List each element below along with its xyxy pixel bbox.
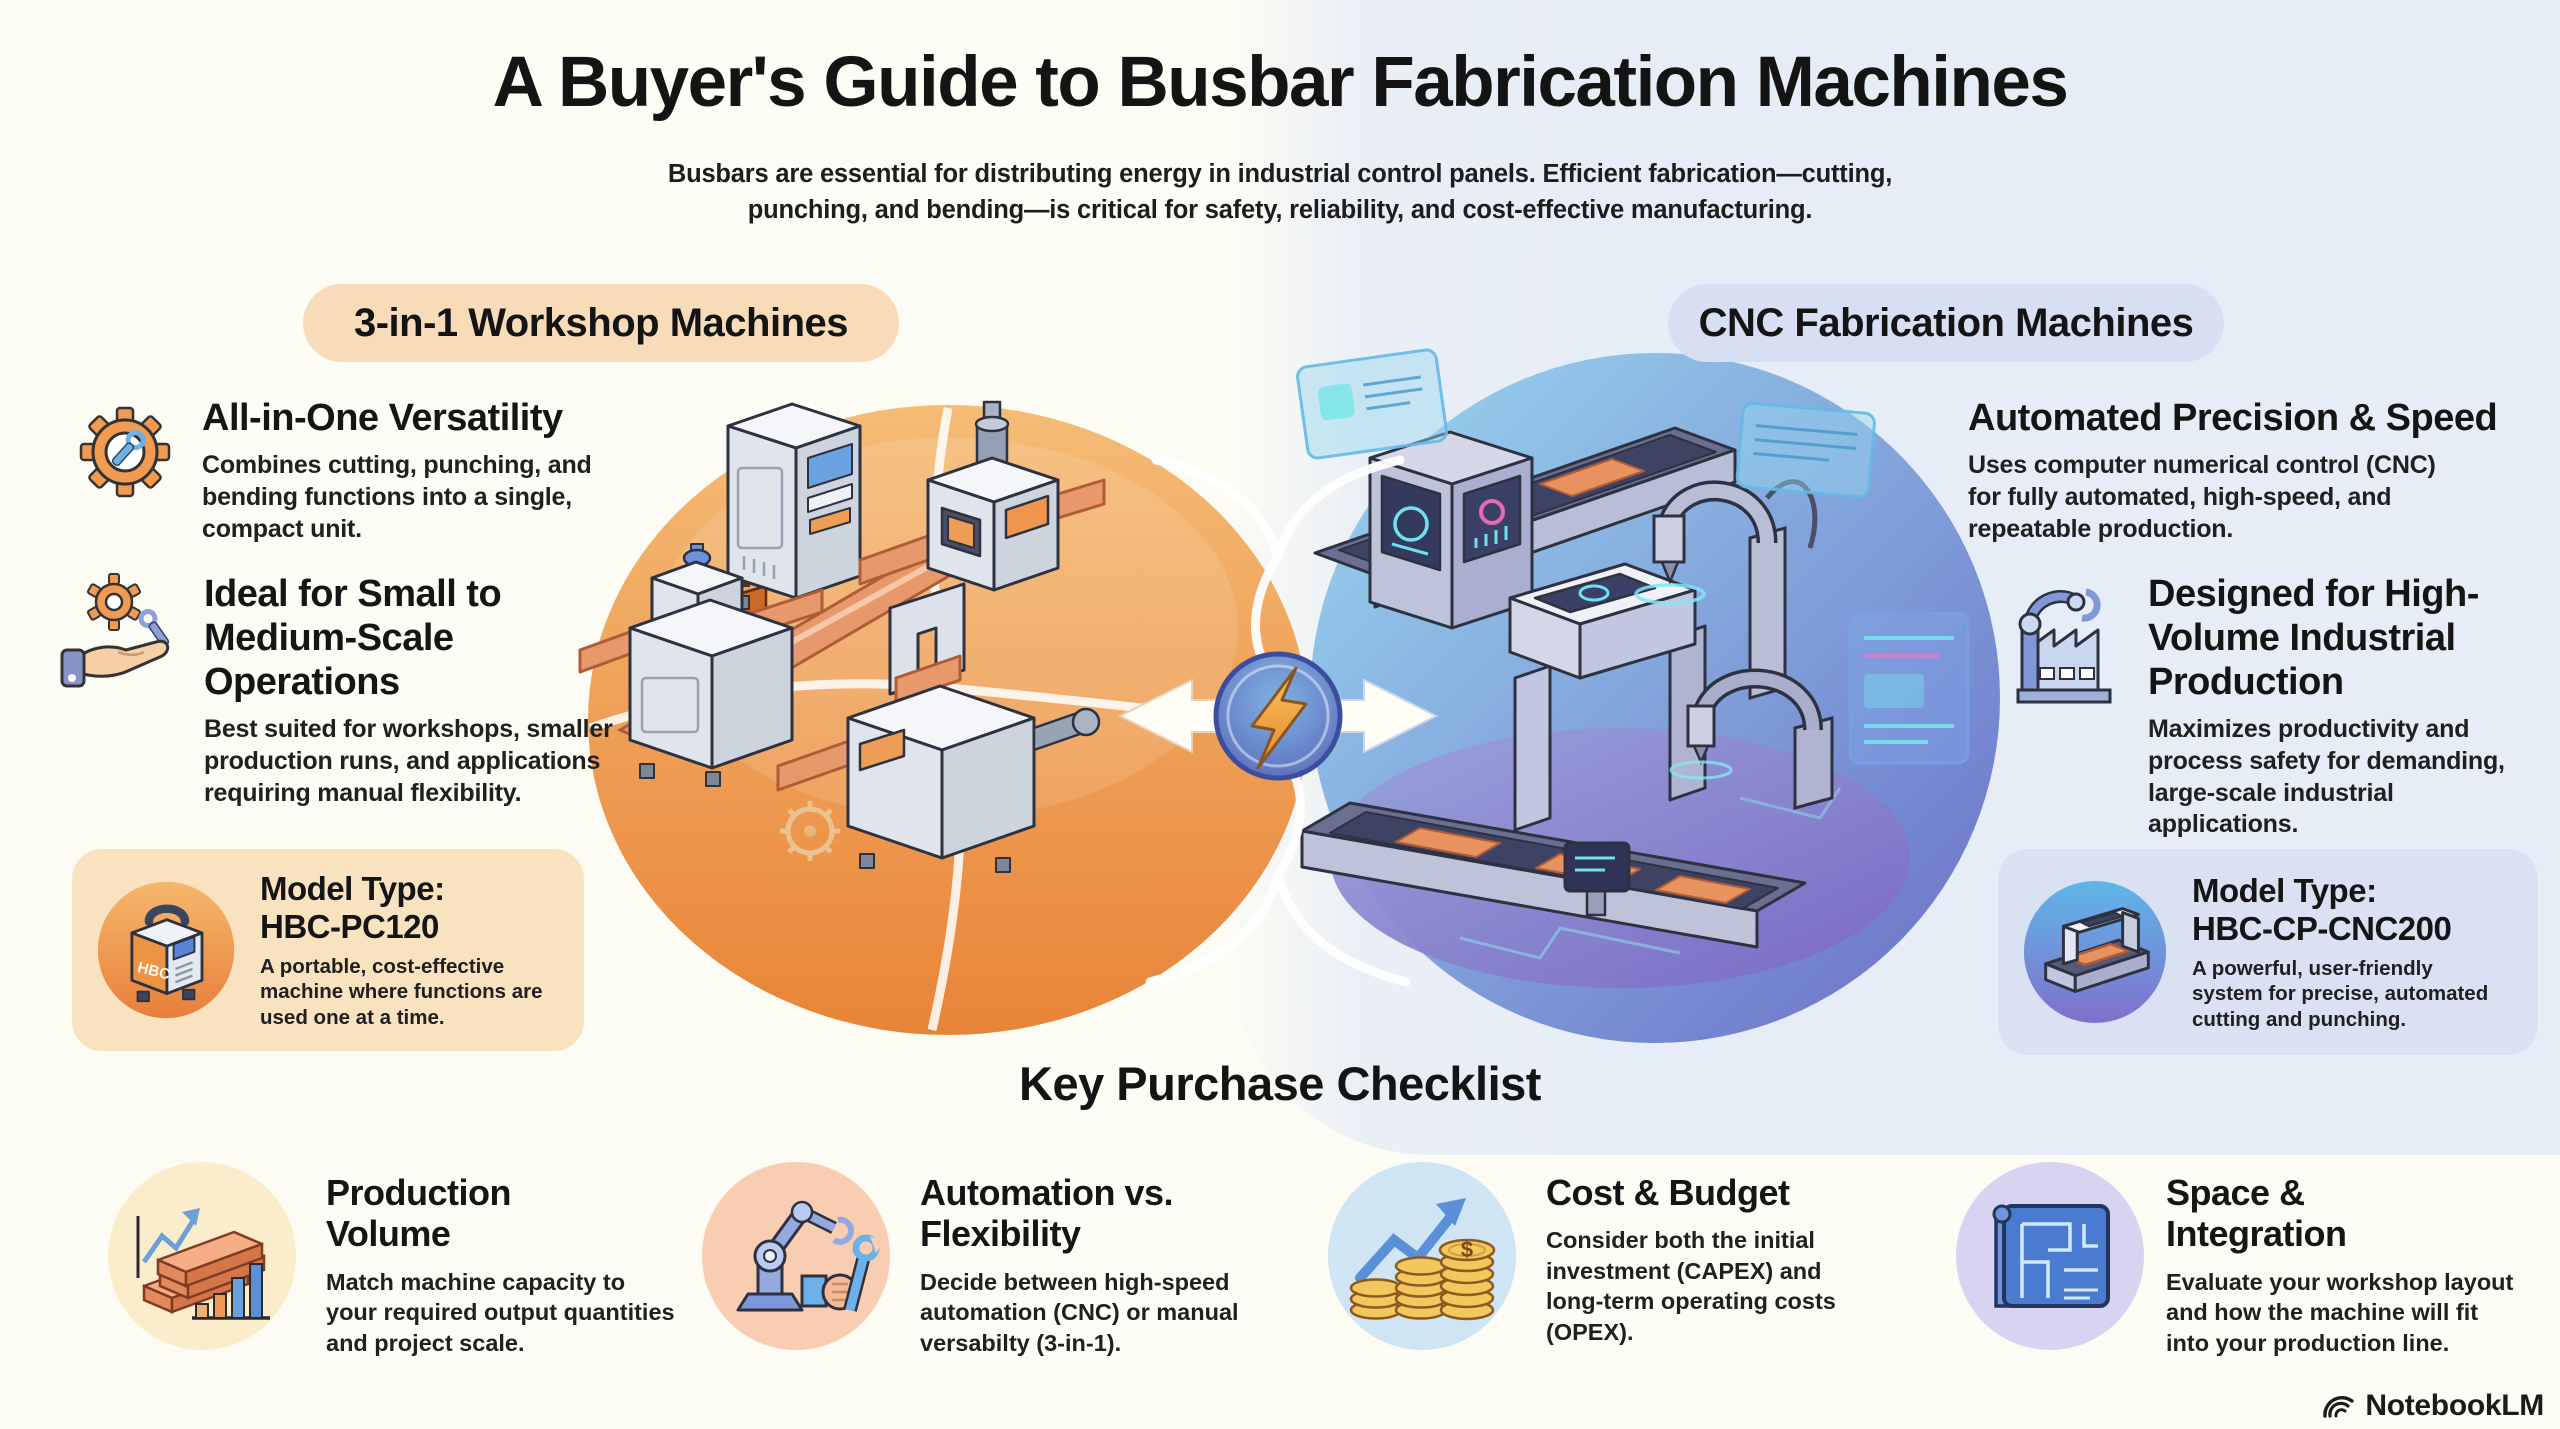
checklist-item-title: Production Volume [326,1172,511,1255]
feature-description: Uses computer numerical control (CNC) fo… [1968,451,2436,543]
left-model-card: HBC Model Type: HBC-PC120 A portable, co… [72,849,584,1051]
center-connector [1117,455,1439,987]
checklist-item-production-volume: Production Volume Match machine capacity… [104,1158,675,1358]
model-card-description: A portable, cost-effective machine where… [260,955,543,1029]
checklist-item-description: Evaluate your workshop layout and how th… [2166,1268,2514,1356]
checklist-item-title: Cost & Budget [1546,1172,1790,1213]
robot-arm-secondary [1669,668,1834,810]
feature-description: Maximizes productivity and process safet… [2148,715,2505,839]
robot-arm [1634,479,1818,700]
cnc-control-tower [1368,430,1534,630]
robot-arm-wrench-icon [702,1162,890,1350]
checklist-item-description: Match machine capacity to your required … [326,1268,675,1356]
checklist-item-description: Decide between high-speed automation (CN… [920,1268,1239,1356]
checklist-item-title: Automation vs. Flexibility [920,1172,1174,1255]
checklist-item-space-integration: Space & Integration Evaluate your worksh… [1952,1158,2513,1358]
model-card-title: Model Type: HBC-PC120 [260,869,445,946]
checklist-item-title: Space & Integration [2166,1172,2347,1255]
lightning-bolt-icon [1250,666,1308,770]
watermark-label: NotebookLM [2365,1389,2544,1422]
gear-watermark-icon [780,801,840,861]
portable-machine-icon: HBC [97,881,235,1019]
busbar-stack-growth-icon [108,1162,296,1350]
lightning-badge [1213,651,1343,781]
press-machine [578,543,824,787]
checklist-title: Key Purchase Checklist [1019,1057,1541,1110]
hologram-panels [1296,348,1970,765]
coins-growth-icon: $ [1328,1162,1516,1350]
control-cabinet-machine [726,402,862,618]
notebooklm-logo [2323,1396,2355,1418]
page-subtitle: Busbars are essential for distributing e… [667,160,1893,225]
machines-illustration [578,348,2000,1043]
right-model-card: Model Type: HBC-CP-CNC200 A powerful, us… [1998,849,2538,1055]
feature-title: Automated Precision & Speed [1968,397,2498,439]
feature-description: Best suited for workshops, smaller produ… [204,715,613,807]
model-card-description: A powerful, user-friendly system for pre… [2192,957,2489,1031]
bending-machine [776,582,1101,873]
checklist-item-automation-flexibility: Automation vs. Flexibility Decide betwee… [698,1158,1239,1358]
feature-high-volume: Designed for High- Volume Industrial Pro… [2002,572,2560,841]
page-title: A Buyer's Guide to Busbar Fabrication Ma… [492,43,2069,122]
robot-arm-factory-icon [2016,588,2112,704]
checklist-item-cost-budget: $ Cost & Budget Consider both the initia… [1324,1158,1836,1354]
right-section-badge: CNC Fabrication Machines [1668,284,2224,362]
feature-automated-precision: Automated Precision & Speed Uses compute… [1968,396,2548,545]
model-card-title: Model Type: HBC-CP-CNC200 [2192,871,2452,948]
punch-machine [858,400,1106,592]
dollar-symbol: $ [1461,1237,1473,1262]
hand-gear-wrench-icon [60,573,170,688]
feature-small-medium: Ideal for Small to Medium-Scale Operatio… [58,572,698,809]
feature-description: Combines cutting, punching, and bending … [202,451,592,543]
blueprint-icon [1956,1162,2144,1350]
left-section-badge: 3-in-1 Workshop Machines [303,284,899,362]
checklist-item-description: Consider both the initial investment (CA… [1546,1227,1836,1346]
pendant-screen [1563,841,1631,917]
feature-title: Ideal for Small to Medium-Scale Operatio… [204,573,502,704]
feature-title: Designed for High- Volume Industrial Pro… [2148,573,2479,704]
feature-all-in-one: All-in-One Versatility Combines cutting,… [72,396,652,545]
feature-title: All-in-One Versatility [202,397,563,439]
cnc-machine-icon [2023,880,2167,1024]
watermark: NotebookLM [2320,1389,2544,1423]
gear-wrench-icon [79,406,171,498]
